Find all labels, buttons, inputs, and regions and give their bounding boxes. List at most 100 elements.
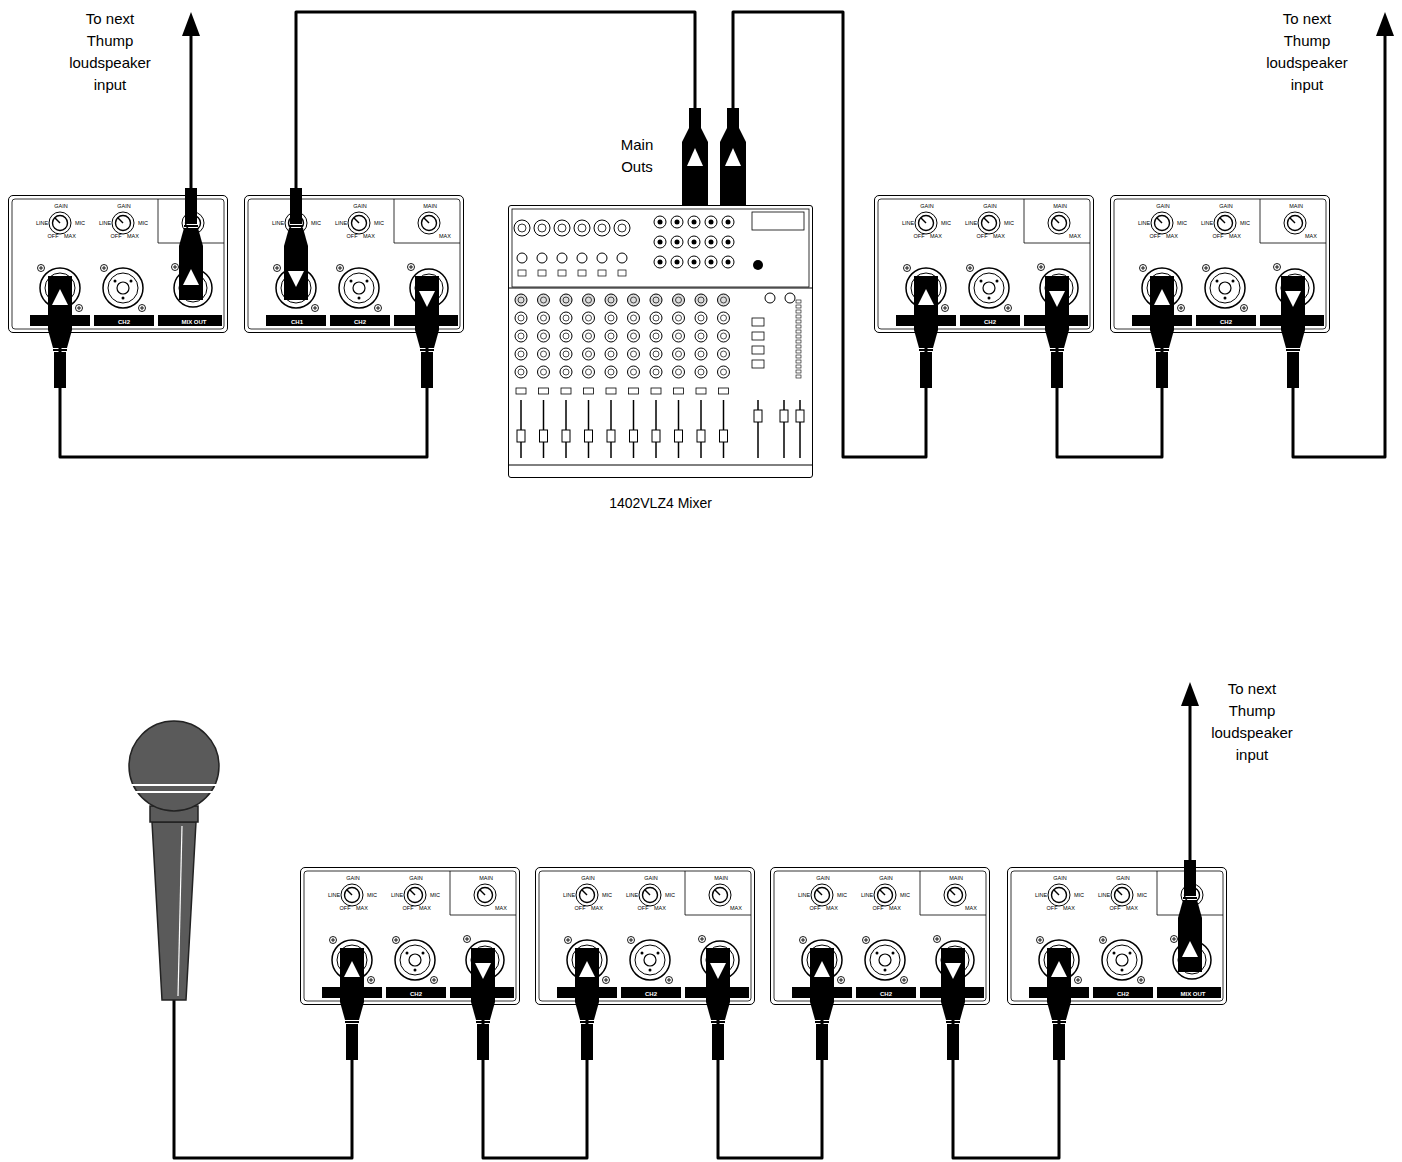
eq-knob-cap [698, 297, 704, 303]
mixer-name: 1402VLZ4 Mixer [509, 495, 812, 511]
logo-plate [752, 212, 804, 230]
mic-input-inner [598, 224, 606, 232]
master-fader-cap [754, 410, 762, 422]
mic-input-jack [614, 220, 630, 236]
xlr-pin [980, 280, 983, 283]
main-out-plug [720, 108, 746, 206]
arrowhead [182, 12, 200, 36]
fader-cap [540, 430, 548, 442]
signal-direction-triangle [918, 289, 934, 305]
eq-knob [718, 330, 730, 342]
control-label: LINE [1098, 893, 1110, 899]
eq-knob [718, 348, 730, 360]
meter-led [796, 305, 801, 308]
channel-label: MIX OUT [1181, 991, 1206, 997]
line-input-hole [658, 260, 663, 265]
knob-cap [948, 888, 963, 903]
channel-label: CH2 [118, 319, 130, 325]
mixer-art [508, 209, 813, 465]
master-switch [752, 346, 764, 354]
control-label: MIC [138, 221, 148, 227]
control-label: MAIN [1053, 204, 1067, 210]
gain-knob [1048, 884, 1070, 906]
screw-slot [801, 938, 805, 942]
xlr-plug [810, 948, 834, 1060]
xlr-pin [414, 969, 417, 972]
screw-slot [566, 938, 570, 942]
knob-cap [982, 216, 997, 231]
screw [408, 264, 415, 271]
control-label: MIC [941, 221, 951, 227]
control-label: MIC [367, 893, 377, 899]
screw-slot [173, 265, 177, 269]
callout-text: To next Thump loudspeaker input [65, 8, 155, 96]
gain-knob [978, 212, 1000, 234]
signal-direction-triangle [710, 963, 726, 979]
signal-direction-triangle [1051, 961, 1067, 977]
control-label: GAIN [409, 876, 422, 882]
combo-jack [865, 940, 905, 980]
line-input-jack [722, 256, 734, 268]
combo-jack [1205, 268, 1245, 308]
control-label: OFF [1150, 234, 1161, 240]
control-label: LINE [902, 221, 914, 227]
control-label: MAIN [1289, 204, 1303, 210]
control-label: MAX [1069, 234, 1081, 240]
channel-label: CH2 [984, 319, 996, 325]
control-label: LINE [798, 893, 810, 899]
plug-body [914, 276, 938, 348]
control-label: MIC [1240, 221, 1250, 227]
screw [76, 305, 83, 312]
screw [603, 977, 610, 984]
eq-knob-cap [586, 315, 592, 321]
knob-cap [422, 216, 437, 231]
eq-knob [650, 348, 662, 360]
knob-cap [1218, 216, 1233, 231]
eq-knob [560, 366, 572, 378]
quarter-inch-hole [117, 282, 129, 294]
channel-label: CH1 [291, 319, 303, 325]
xlr-pin [1232, 280, 1235, 283]
screw [1138, 977, 1145, 984]
eq-knob [673, 348, 685, 360]
eq-knob-cap [563, 351, 569, 357]
speaker-input-panel: GAINLINEMICOFFMAXGAINLINEMICOFFMAXCH2MIX… [1007, 867, 1227, 1005]
control-label: MAX [826, 906, 838, 912]
label-tab [266, 315, 326, 326]
meter-led [796, 355, 801, 358]
eq-knob-cap [653, 369, 659, 375]
eq-knob [605, 366, 617, 378]
screw [1038, 264, 1045, 271]
knob-pointer [645, 890, 650, 895]
eq-knob [628, 366, 640, 378]
eq-knob-cap [608, 297, 614, 303]
control-label: OFF [638, 906, 649, 912]
control-label: LINE [99, 221, 111, 227]
fader-slot [700, 400, 702, 458]
screw-slot [935, 937, 939, 941]
master-fader-slot [757, 400, 759, 458]
switch [618, 270, 626, 276]
mic-input-inner [558, 224, 566, 232]
mute-button [561, 388, 571, 394]
signal-direction-triangle [1285, 291, 1301, 307]
eq-knob-cap [676, 297, 682, 303]
section-divider [394, 243, 460, 244]
meter-led [796, 330, 801, 333]
signal-direction-triangle [52, 289, 68, 305]
xlr-pin [1216, 280, 1219, 283]
knob-cap [345, 888, 360, 903]
control-label: OFF [1110, 906, 1121, 912]
plug-body [471, 948, 495, 1020]
signal-direction-triangle [1154, 289, 1170, 305]
channel-label: CH2 [645, 991, 657, 997]
eq-knob [538, 366, 550, 378]
headphone-jack [753, 260, 763, 270]
screw-slot [629, 938, 633, 942]
screw [628, 937, 635, 944]
line-input-jack [705, 236, 717, 248]
control-label: MIC [602, 893, 612, 899]
control-label: OFF [1213, 234, 1224, 240]
screw-slot [1039, 265, 1043, 269]
label-tab [386, 987, 446, 998]
